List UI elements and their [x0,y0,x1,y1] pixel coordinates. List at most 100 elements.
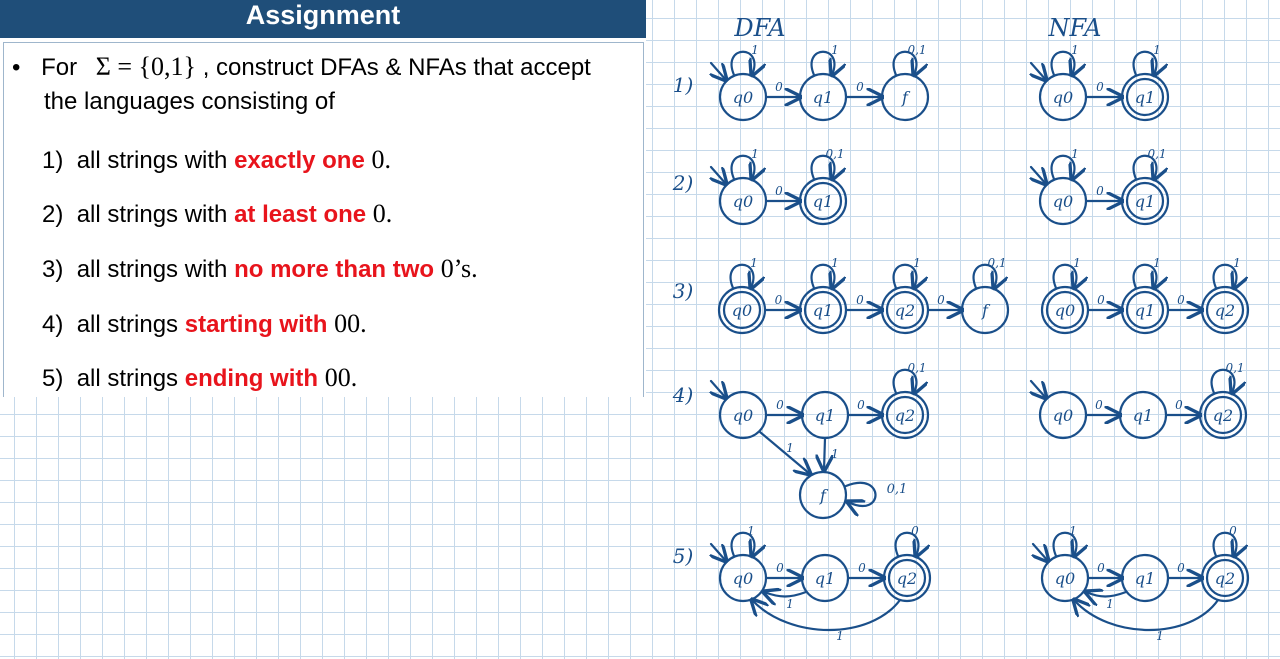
back-edge [1074,600,1220,632]
sigma-definition: Σ = {0,1} [95,52,197,81]
state-label: q0 [1053,192,1073,211]
item-suffix: 0. [372,199,393,228]
self-loop [810,50,835,75]
slide-title: Assignment [245,0,401,30]
item-number: 3) [42,256,64,283]
self-loop [729,263,754,288]
transition-label: 0 [775,184,783,198]
self-loop [1132,263,1157,288]
transition-arrow [824,436,825,470]
loop-label: 1 [1153,43,1161,57]
loop-label: 1 [1153,256,1161,270]
bullet-dot: • [12,54,21,81]
state-circle [880,72,930,122]
transition-label: 0 [858,561,866,575]
self-loop [1132,154,1157,179]
loop-label: 0,1 [825,147,844,161]
transition-arrow [758,430,810,474]
transition-label: 0 [1177,293,1185,307]
state-label: q0 [1055,569,1075,588]
transition-label: 0 [1097,561,1105,575]
self-loop [810,154,835,179]
item-highlight: ending with [184,365,319,392]
transition-label: 0 [1097,293,1105,307]
transition-label: 0 [775,293,783,307]
intro-line-2: the languages consisting of [44,88,335,115]
self-loop [1052,531,1077,556]
transition-label: 0 [937,293,945,307]
state-label: q0 [733,406,753,425]
list-item-2: 2) all strings with at least one 0. [42,199,392,229]
item-number: 2) [42,201,64,228]
start-arrow [1031,61,1046,80]
transition-label: 1 [786,597,794,611]
list-item-3: 3) all strings with no more than two 0’s… [42,254,478,284]
transition-label: 1 [1106,597,1114,611]
state-circle [1200,553,1250,603]
list-item-4: 4) all strings starting with 00. [42,309,367,339]
start-arrow [1031,165,1046,184]
accepting-ring [1125,77,1165,117]
state-label: q0 [732,301,752,320]
item-number: 5) [42,365,64,392]
start-arrow [711,542,726,561]
title-bar: Assignment [0,0,646,38]
transition-label: 1 [836,629,844,643]
loop-label: 0,1 [1225,361,1244,375]
item-text: all strings with [76,256,228,283]
transition-label: 0 [1096,80,1104,94]
row-label: 2) [672,171,694,195]
transition-label: 0 [857,398,865,412]
state-circle [1120,176,1170,226]
row-label: 5) [673,544,694,568]
state-label: q1 [1135,88,1155,107]
accepting-ring [1205,558,1245,598]
item-text: all strings [76,365,179,392]
state-label: q2 [1215,301,1235,320]
accepting-ring [1205,290,1245,330]
item-number: 4) [42,311,64,338]
self-loop [894,531,919,556]
item-text: all strings [76,311,179,338]
item-suffix: 0. [371,145,391,174]
loop-label: 1 [831,43,839,57]
row-label: 4) [672,383,694,407]
nfa-heading: NFA [1048,14,1102,42]
accepting-ring [803,181,843,221]
loop-label: 0,1 [987,256,1006,270]
transition-label: 0 [776,561,784,575]
state-label: q1 [1133,406,1153,425]
item-highlight: exactly one [234,147,365,174]
loop-label: 0,1 [887,482,908,497]
loop-label: 0,1 [907,43,926,57]
state-label: q0 [1053,88,1073,107]
transition-label: 0 [856,80,864,94]
state-circle [960,285,1010,335]
item-highlight: starting with [184,311,328,338]
state-label: q1 [1135,301,1155,320]
state-label: q1 [813,192,833,211]
accepting-ring [885,290,925,330]
state-label: q0 [733,569,753,588]
state-circle [882,553,932,603]
accepting-ring [722,290,762,330]
accepting-ring [803,290,843,330]
loop-label: 0 [1229,524,1237,538]
self-loop [1212,263,1237,288]
state-label: q2 [1215,569,1235,588]
state-circle [1198,390,1248,440]
self-loop [892,263,917,288]
loop-label: 0 [911,524,919,538]
start-arrow [711,61,726,80]
start-arrow [1031,379,1046,398]
row-label: 1) [673,73,694,97]
self-loop [730,50,755,75]
item-suffix: 00. [334,309,367,338]
state-label: q0 [733,88,753,107]
self-loop [892,50,917,75]
self-loop [1052,263,1077,288]
list-item-5: 5) all strings ending with 00. [42,363,357,393]
self-loop [730,154,755,179]
transition-label: 0 [1095,398,1103,412]
